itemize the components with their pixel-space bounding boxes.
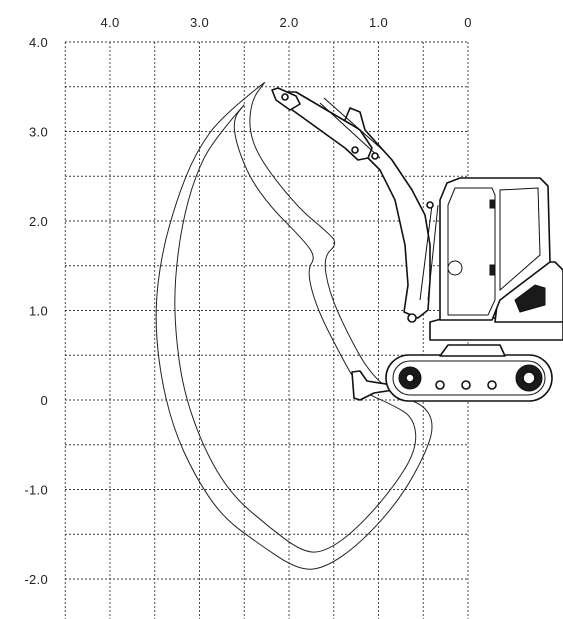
track-inner [392,360,546,396]
roller [461,380,471,390]
left-tick-label: 3.0 [29,125,48,140]
pivot-pin [281,93,289,101]
pivot-pin [407,313,417,323]
left-tick-label: 4.0 [29,35,48,50]
reach-envelopes [155,81,433,570]
cab-mirror [447,260,463,276]
door-handle [489,199,496,209]
pivot-pin [426,201,434,209]
arm-cylinder [319,97,386,159]
undercarriage [439,344,506,357]
pivot-pin [371,152,379,160]
left-axis-ticks: 4.0 3.0 2.0 1.0 0 -1.0 -2.0 [24,35,48,587]
sprocket-hub [522,371,536,385]
top-tick-label: 2.0 [280,15,299,30]
left-tick-label: 1.0 [29,304,48,319]
engine-vent [514,284,546,313]
idler-hub [405,373,415,383]
boom-cylinder [419,204,439,301]
top-tick-label: 1.0 [369,15,388,30]
cab-side-window [499,187,541,292]
top-tick-label: 0 [464,15,472,30]
roller [435,380,445,390]
left-tick-label: -1.0 [24,483,48,498]
inner-reach-envelope [174,104,417,553]
top-tick-label: 4.0 [101,15,120,30]
grid-lines [64,41,469,619]
top-tick-label: 3.0 [190,15,209,30]
excavator-illustration [271,87,563,402]
boom [344,107,431,319]
cab-door-window [447,187,496,316]
left-tick-label: 0 [40,393,48,408]
pivot-pin [351,146,359,154]
top-axis-ticks: 4.0 3.0 2.0 1.0 0 [101,15,472,30]
cab-detail [489,264,496,276]
roller [487,380,497,390]
outer-reach-envelope [155,81,433,570]
left-tick-label: -2.0 [24,572,48,587]
left-tick-label: 2.0 [29,214,48,229]
